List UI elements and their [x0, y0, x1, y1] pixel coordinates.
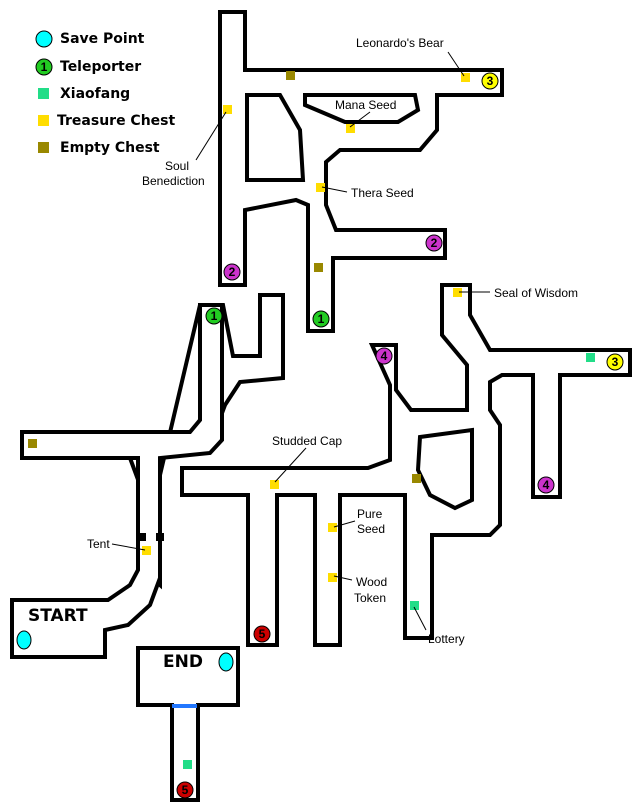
label-mana-seed: Mana Seed	[335, 98, 396, 112]
empty-chest-central-north	[314, 263, 323, 272]
empty-chest-east	[412, 474, 421, 483]
teleporter-1-north-label: 1	[318, 312, 325, 326]
label-seed: Seed	[357, 522, 385, 536]
legend-save-point: Save Point	[60, 31, 145, 47]
label-benediction: Benediction	[142, 174, 205, 188]
teleporter-5-south	[253, 625, 271, 643]
save-point-icon	[35, 30, 53, 48]
corridor-north	[218, 10, 504, 333]
label-token: Token	[354, 591, 386, 605]
xiaofang-east	[586, 353, 595, 362]
teleporter-2-east-label: 2	[431, 236, 438, 250]
teleporter-3-east	[606, 353, 624, 371]
xiaofang-icon	[38, 88, 49, 99]
teleporter-4-east	[537, 476, 555, 494]
empty-chest-north	[286, 71, 295, 80]
save-point-start	[16, 630, 32, 650]
chests	[28, 71, 595, 769]
teleporter-5-south-label: 5	[259, 627, 266, 641]
legend-treasure-chest: Treasure Chest	[57, 113, 176, 129]
treasure-chest-icon	[38, 115, 49, 126]
label-studded-cap: Studded Cap	[272, 434, 342, 448]
teleporter-2-west-label: 2	[229, 265, 236, 279]
item-labels: Leonardo's Bear Mana Seed Soul Benedicti…	[87, 36, 578, 646]
teleporter-5-end-label: 5	[182, 783, 189, 797]
inner-wall-west	[245, 93, 306, 182]
chest-tent	[142, 546, 151, 555]
chest-mana-seed	[346, 124, 355, 133]
label-thera-seed: Thera Seed	[351, 186, 414, 200]
door-tent-left	[138, 533, 146, 541]
door-tent-right	[156, 533, 164, 541]
legend-empty-chest: Empty Chest	[60, 140, 160, 156]
teleporter-3-east-label: 3	[612, 355, 619, 369]
empty-chest-icon	[38, 142, 49, 153]
teleporter-1-north	[312, 310, 330, 328]
chest-thera-seed	[316, 183, 325, 192]
label-lottery: Lottery	[428, 632, 465, 646]
teleporter-4-center-label: 4	[381, 349, 388, 363]
teleporter-3-north	[481, 72, 499, 90]
xiaofang-lottery	[410, 601, 419, 610]
teleporter-2-west	[223, 263, 241, 281]
teleporter-4-east-label: 4	[543, 478, 550, 492]
teleporters: 3 2 2 1 1 4 3 4 5 5	[176, 72, 624, 799]
save-point-end	[218, 652, 234, 672]
chest-seal-of-wisdom	[453, 288, 462, 297]
inner-wall-mana	[303, 93, 421, 124]
map-corridors	[10, 10, 632, 802]
corridor-start	[10, 303, 224, 659]
chest-soul-benediction	[223, 105, 232, 114]
teleporter-4-center	[375, 347, 393, 365]
empty-chest-west	[28, 439, 37, 448]
start-label: START	[28, 606, 88, 626]
legend-xiaofang: Xiaofang	[60, 86, 130, 102]
chest-studded-cap	[270, 480, 279, 489]
end-label: END	[163, 652, 203, 672]
label-soul: Soul	[165, 159, 189, 173]
corridor-central	[180, 283, 632, 647]
teleporter-1-west	[205, 307, 223, 325]
chest-wood-token	[328, 573, 337, 582]
room-end	[136, 646, 240, 802]
label-pure: Pure	[357, 507, 383, 521]
chest-leonardos-bear	[461, 73, 470, 82]
xiaofang-end	[183, 760, 192, 769]
leader-lines	[111, 51, 490, 631]
teleporter-5-end	[176, 781, 194, 799]
label-seal-of-wisdom: Seal of Wisdom	[494, 286, 578, 300]
label-leonardos-bear: Leonardo's Bear	[356, 36, 444, 50]
teleporter-2-east	[425, 234, 443, 252]
legend: Save Point 1 Teleporter Xiaofang Treasur…	[35, 30, 176, 156]
teleporter-1-west-label: 1	[211, 309, 218, 323]
chest-pure-seed	[328, 523, 337, 532]
teleporter-icon	[35, 58, 53, 76]
teleporter-3-north-label: 3	[487, 74, 494, 88]
label-wood: Wood	[356, 575, 387, 589]
label-tent: Tent	[87, 537, 110, 551]
legend-teleporter-number: 1	[41, 60, 48, 74]
legend-teleporter: Teleporter	[60, 59, 141, 75]
door-end	[172, 704, 197, 708]
inner-wall-east	[415, 427, 474, 511]
